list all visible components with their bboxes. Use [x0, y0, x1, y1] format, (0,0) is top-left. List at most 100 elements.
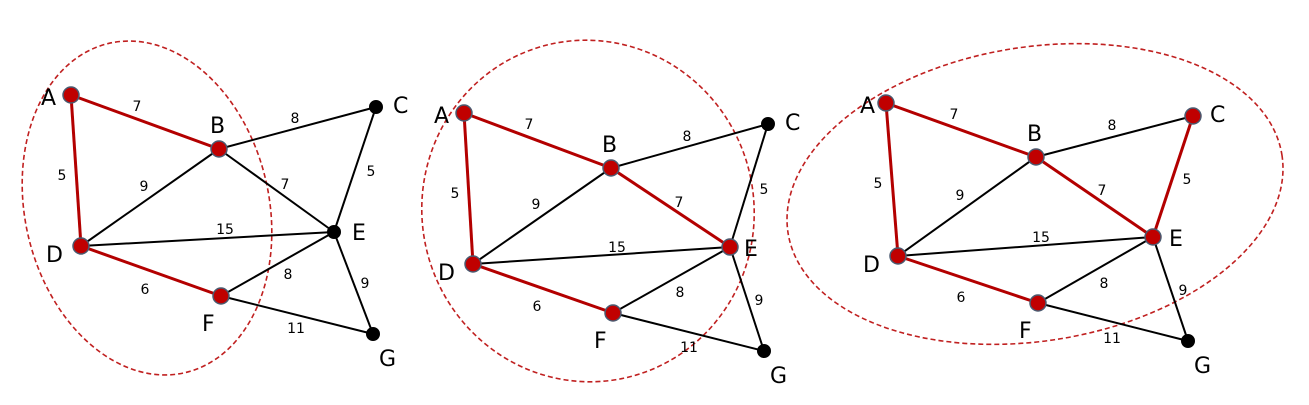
- edge-a-d: [884, 102, 900, 257]
- edge-b-c: [218, 106, 377, 150]
- node-label-g: G: [770, 364, 787, 389]
- edge-b-d: [897, 156, 1037, 257]
- node-d: [889, 247, 907, 265]
- weight-label-b-d: 9: [140, 179, 149, 195]
- edge-a-b: [70, 93, 220, 151]
- node-f: [212, 287, 230, 305]
- weight-label-a-d: 5: [874, 176, 883, 192]
- edge-b-c: [1035, 115, 1194, 158]
- weight-label-b-e: 7: [1098, 183, 1107, 199]
- weight-label-a-b: 7: [525, 117, 534, 133]
- weight-label-c-e: 5: [367, 164, 376, 180]
- edge-a-d: [462, 112, 475, 265]
- weight-label-d-e: 15: [608, 240, 626, 256]
- weight-label-e-f: 8: [676, 285, 685, 301]
- node-c: [761, 117, 775, 131]
- weight-label-b-c: 8: [683, 129, 692, 145]
- edge-d-e: [80, 231, 335, 247]
- edge-c-e: [333, 106, 377, 233]
- node-label-a: A: [41, 86, 56, 111]
- node-b: [1027, 148, 1045, 166]
- node-label-a: A: [434, 104, 449, 129]
- node-b: [602, 159, 620, 177]
- node-label-f: F: [594, 329, 607, 354]
- weight-label-e-f: 8: [1100, 276, 1109, 292]
- edge-e-g: [729, 246, 765, 352]
- weight-label-a-b: 7: [133, 99, 142, 115]
- weight-label-b-c: 8: [1108, 118, 1117, 134]
- node-label-c: C: [785, 111, 800, 136]
- edge-f-g: [1037, 302, 1189, 342]
- edge-f-g: [612, 312, 765, 352]
- weight-label-b-e: 7: [675, 195, 684, 211]
- edge-d-e: [897, 236, 1154, 257]
- node-a: [62, 86, 80, 104]
- edge-f-g: [220, 295, 374, 335]
- weight-label-d-f: 6: [141, 282, 150, 298]
- node-b: [210, 140, 228, 158]
- weight-label-e-f: 8: [284, 267, 293, 283]
- edge-b-d: [472, 167, 612, 265]
- weight-label-c-e: 5: [760, 182, 769, 198]
- weight-label-b-d: 9: [956, 188, 965, 204]
- edge-b-c: [610, 123, 769, 169]
- node-f: [604, 304, 622, 322]
- weight-label-b-d: 9: [532, 197, 541, 213]
- edge-a-b: [885, 101, 1037, 159]
- tree-boundary-ellipse: [786, 42, 1284, 346]
- node-label-b: B: [602, 133, 617, 158]
- weight-label-d-e: 15: [216, 222, 234, 238]
- node-e: [721, 238, 739, 256]
- tree-boundary-ellipse: [420, 39, 756, 383]
- edge-d-f: [80, 244, 222, 298]
- node-g: [1181, 334, 1195, 348]
- node-label-b: B: [210, 114, 225, 139]
- node-label-d: D: [46, 243, 63, 268]
- edge-b-e: [610, 166, 731, 249]
- node-label-e: E: [1169, 227, 1183, 252]
- node-g: [366, 327, 380, 341]
- tree-boundary-ellipse: [21, 40, 273, 376]
- weight-label-e-g: 9: [1179, 283, 1188, 299]
- node-label-c: C: [393, 94, 408, 119]
- node-label-d: D: [438, 261, 455, 286]
- edge-d-f: [897, 254, 1039, 305]
- weight-label-b-c: 8: [291, 111, 300, 127]
- edge-e-f: [1037, 236, 1154, 304]
- weight-label-a-d: 5: [58, 168, 67, 184]
- node-label-a: A: [860, 94, 875, 119]
- weight-label-e-g: 9: [361, 276, 370, 292]
- weight-label-a-d: 5: [451, 186, 460, 202]
- node-a: [455, 104, 473, 122]
- edge-e-f: [220, 231, 335, 297]
- edge-b-e: [218, 148, 335, 233]
- edge-b-e: [1035, 155, 1154, 239]
- edge-e-f: [612, 246, 731, 314]
- weight-label-b-e: 7: [281, 177, 290, 193]
- weight-label-e-g: 9: [755, 293, 764, 309]
- weight-label-f-g: 11: [287, 321, 305, 337]
- node-f: [1029, 294, 1047, 312]
- node-label-d: D: [863, 253, 880, 278]
- node-c: [1184, 107, 1202, 125]
- node-label-f: F: [1019, 319, 1032, 344]
- node-label-e: E: [352, 221, 366, 246]
- edge-c-e: [729, 123, 769, 248]
- weight-label-d-e: 15: [1032, 230, 1050, 246]
- node-a: [877, 94, 895, 112]
- edge-a-b: [463, 111, 612, 170]
- node-e: [327, 225, 341, 239]
- weight-label-c-e: 5: [1183, 172, 1192, 188]
- weight-label-f-g: 11: [680, 340, 698, 356]
- edge-c-e: [1151, 115, 1195, 238]
- edge-e-g: [1152, 236, 1189, 342]
- weight-label-a-b: 7: [950, 107, 959, 123]
- node-c: [369, 100, 383, 114]
- edge-d-f: [472, 262, 614, 315]
- weight-label-f-g: 11: [1103, 331, 1121, 347]
- node-d: [72, 237, 90, 255]
- edge-e-g: [333, 231, 374, 335]
- node-label-f: F: [202, 312, 215, 337]
